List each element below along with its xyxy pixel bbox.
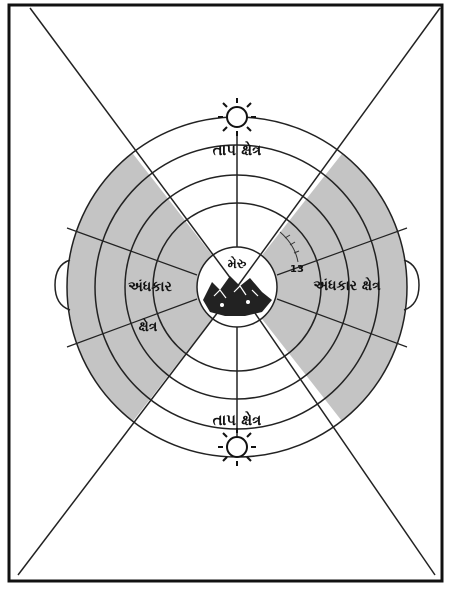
center-label: મેરુ — [228, 255, 247, 272]
dark-zone-left-line1: અંધકાર — [128, 279, 172, 295]
dark-zone-right-label: અંધકાર ક્ષેત્ર — [313, 276, 381, 294]
heat-zone-top-label: તાપ ક્ષેત્ર — [213, 140, 262, 159]
heat-zone-bottom-label: તાપ ક્ષેત્ર — [213, 410, 262, 429]
small-number-label: 13 — [290, 264, 304, 275]
dark-zone-left-line2: ક્ષેત્ર — [139, 317, 158, 335]
